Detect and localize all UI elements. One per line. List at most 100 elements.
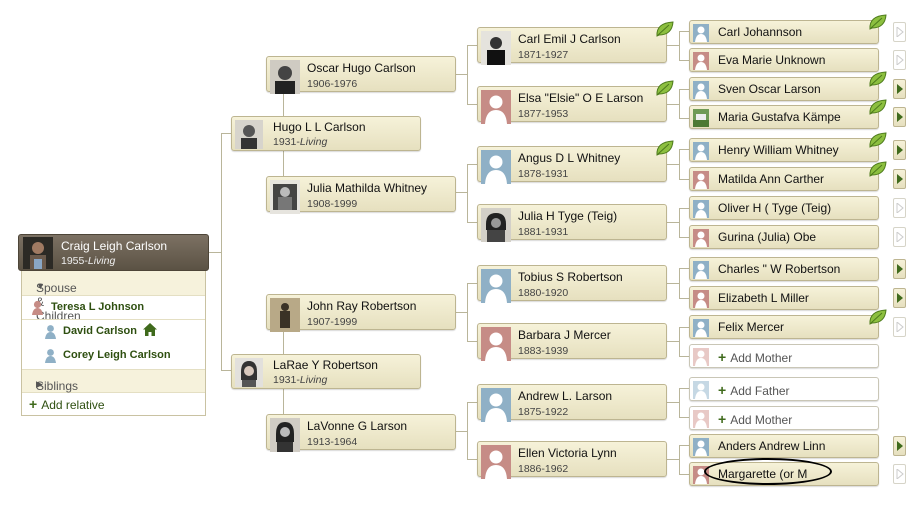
male-silhouette xyxy=(693,200,709,218)
female-silhouette-icon xyxy=(32,300,43,315)
expand-arrow-disabled[interactable] xyxy=(893,22,906,42)
person-card-grandparent[interactable]: Julia Mathilda Whitney 1908-1999 xyxy=(266,176,456,214)
male-silhouette xyxy=(693,261,709,279)
expand-arrow[interactable] xyxy=(893,107,906,127)
leaf-hint-icon[interactable] xyxy=(868,98,888,116)
leaf-hint-icon[interactable] xyxy=(868,308,888,326)
male-silhouette xyxy=(693,381,709,399)
add-mother-button[interactable]: +Add Mother xyxy=(689,344,879,368)
female-silhouette xyxy=(481,90,511,124)
female-silhouette xyxy=(693,348,709,366)
add-father-button[interactable]: +Add Father xyxy=(689,377,879,401)
person-card-great-grandparent[interactable]: Carl Emil J Carlson 1871-1927 xyxy=(477,27,667,65)
expand-arrow-disabled[interactable] xyxy=(893,198,906,218)
person-card-gen4[interactable]: Carl Johannson xyxy=(689,20,879,44)
expand-arrow-disabled[interactable] xyxy=(893,50,906,70)
person-card-father[interactable]: Hugo L L Carlson 1931-Living xyxy=(231,116,421,151)
leaf-hint-icon[interactable] xyxy=(868,160,888,178)
male-silhouette-icon xyxy=(45,325,56,339)
person-card-great-grandparent[interactable]: Barbara J Mercer 1883-1939 xyxy=(477,323,667,361)
family-panel: Spouse & Children ▼ Teresa L Johnson Dav… xyxy=(21,271,206,416)
male-silhouette xyxy=(693,319,709,337)
person-card-gen4[interactable]: Margarette (or M xyxy=(689,462,879,486)
person-photo xyxy=(270,418,300,452)
female-silhouette xyxy=(693,52,709,70)
person-card-gen4[interactable]: Eva Marie Unknown xyxy=(689,48,879,72)
person-card-grandparent[interactable]: John Ray Robertson 1907-1999 xyxy=(266,294,456,332)
plus-icon: + xyxy=(718,349,727,365)
person-card-gen4[interactable]: Felix Mercer xyxy=(689,315,879,339)
male-silhouette xyxy=(693,81,709,99)
spouse-row[interactable]: Teresa L Johnson xyxy=(22,295,205,320)
child-row[interactable]: Corey Leigh Carlson xyxy=(22,343,205,367)
person-card-grandparent[interactable]: LaVonne G Larson 1913-1964 xyxy=(266,414,456,452)
person-card-gen4[interactable]: Henry William Whitney xyxy=(689,138,879,162)
person-photo xyxy=(693,109,709,127)
person-card-gen4[interactable]: Maria Gustafva Kämpe xyxy=(689,105,879,129)
male-silhouette xyxy=(693,142,709,160)
leaf-hint-icon[interactable] xyxy=(655,139,675,157)
leaf-hint-icon[interactable] xyxy=(868,131,888,149)
male-silhouette xyxy=(693,24,709,42)
leaf-hint-icon[interactable] xyxy=(868,70,888,88)
expand-arrow[interactable] xyxy=(893,436,906,456)
male-silhouette xyxy=(481,269,511,303)
home-icon xyxy=(143,323,157,336)
expand-arrow-disabled[interactable] xyxy=(893,227,906,247)
expand-arrow[interactable] xyxy=(893,169,906,189)
person-photo xyxy=(235,358,263,387)
expand-arrow[interactable] xyxy=(893,140,906,160)
person-photo xyxy=(481,31,511,65)
person-photo xyxy=(270,298,300,332)
add-mother-button[interactable]: +Add Mother xyxy=(689,406,879,430)
person-card-grandparent[interactable]: Oscar Hugo Carlson 1906-1976 xyxy=(266,56,456,94)
female-silhouette xyxy=(693,410,709,428)
expand-arrow-disabled[interactable] xyxy=(893,317,906,337)
root-name: Craig Leigh Carlson xyxy=(61,239,168,253)
siblings-header[interactable]: Siblings ▶ xyxy=(22,369,205,393)
expand-arrow[interactable] xyxy=(893,259,906,279)
person-card-gen4[interactable]: Elizabeth L Miller xyxy=(689,286,879,310)
person-photo xyxy=(481,208,511,242)
root-person-card[interactable]: Craig Leigh Carlson 1955-Living xyxy=(18,234,209,271)
male-silhouette-icon xyxy=(45,349,56,363)
person-card-great-grandparent[interactable]: Angus D L Whitney 1878-1931 xyxy=(477,146,667,184)
plus-icon: + xyxy=(718,411,727,427)
male-silhouette xyxy=(481,388,511,422)
leaf-hint-icon[interactable] xyxy=(655,79,675,97)
person-card-gen4[interactable]: Matilda Ann Carther xyxy=(689,167,879,191)
add-relative-button[interactable]: +Add relative xyxy=(29,396,105,412)
plus-icon: + xyxy=(29,396,38,412)
child-row[interactable]: David Carlson xyxy=(22,319,205,343)
person-card-great-grandparent[interactable]: Elsa "Elsie" O E Larson 1877-1953 xyxy=(477,86,667,124)
root-dates: 1955-Living xyxy=(61,255,116,267)
person-card-great-grandparent[interactable]: Tobius S Robertson 1880-1920 xyxy=(477,265,667,303)
male-silhouette xyxy=(481,150,511,184)
person-card-gen4[interactable]: Gurina (Julia) Obe xyxy=(689,225,879,249)
person-photo xyxy=(270,180,300,214)
expand-arrow-disabled[interactable] xyxy=(893,464,906,484)
female-silhouette xyxy=(693,229,709,247)
leaf-hint-icon[interactable] xyxy=(655,20,675,38)
child-name: Corey Leigh Carlson xyxy=(63,349,171,361)
person-card-great-grandparent[interactable]: Andrew L. Larson 1875-1922 xyxy=(477,384,667,422)
spouse-children-header[interactable]: Spouse & Children ▼ xyxy=(22,271,205,323)
person-card-great-grandparent[interactable]: Julia H Tyge (Teig) 1881-1931 xyxy=(477,204,667,242)
person-card-gen4[interactable]: Sven Oscar Larson xyxy=(689,77,879,101)
chevron-right-icon: ▶ xyxy=(36,379,43,389)
female-silhouette xyxy=(693,290,709,308)
leaf-hint-icon[interactable] xyxy=(868,13,888,31)
chevron-down-icon: ▼ xyxy=(36,281,45,291)
person-card-gen4[interactable]: Charles " W Robertson xyxy=(689,257,879,281)
person-photo xyxy=(270,60,300,94)
person-card-mother[interactable]: LaRae Y Robertson 1931-Living xyxy=(231,354,421,389)
expand-arrow[interactable] xyxy=(893,288,906,308)
female-silhouette xyxy=(481,445,511,479)
person-card-great-grandparent[interactable]: Ellen Victoria Lynn 1886-1962 xyxy=(477,441,667,479)
person-photo xyxy=(235,120,263,149)
male-silhouette xyxy=(693,438,709,456)
expand-arrow[interactable] xyxy=(893,79,906,99)
person-card-gen4[interactable]: Anders Andrew Linn xyxy=(689,434,879,458)
person-card-gen4[interactable]: Oliver H ( Tyge (Teig) xyxy=(689,196,879,220)
plus-icon: + xyxy=(718,382,727,398)
